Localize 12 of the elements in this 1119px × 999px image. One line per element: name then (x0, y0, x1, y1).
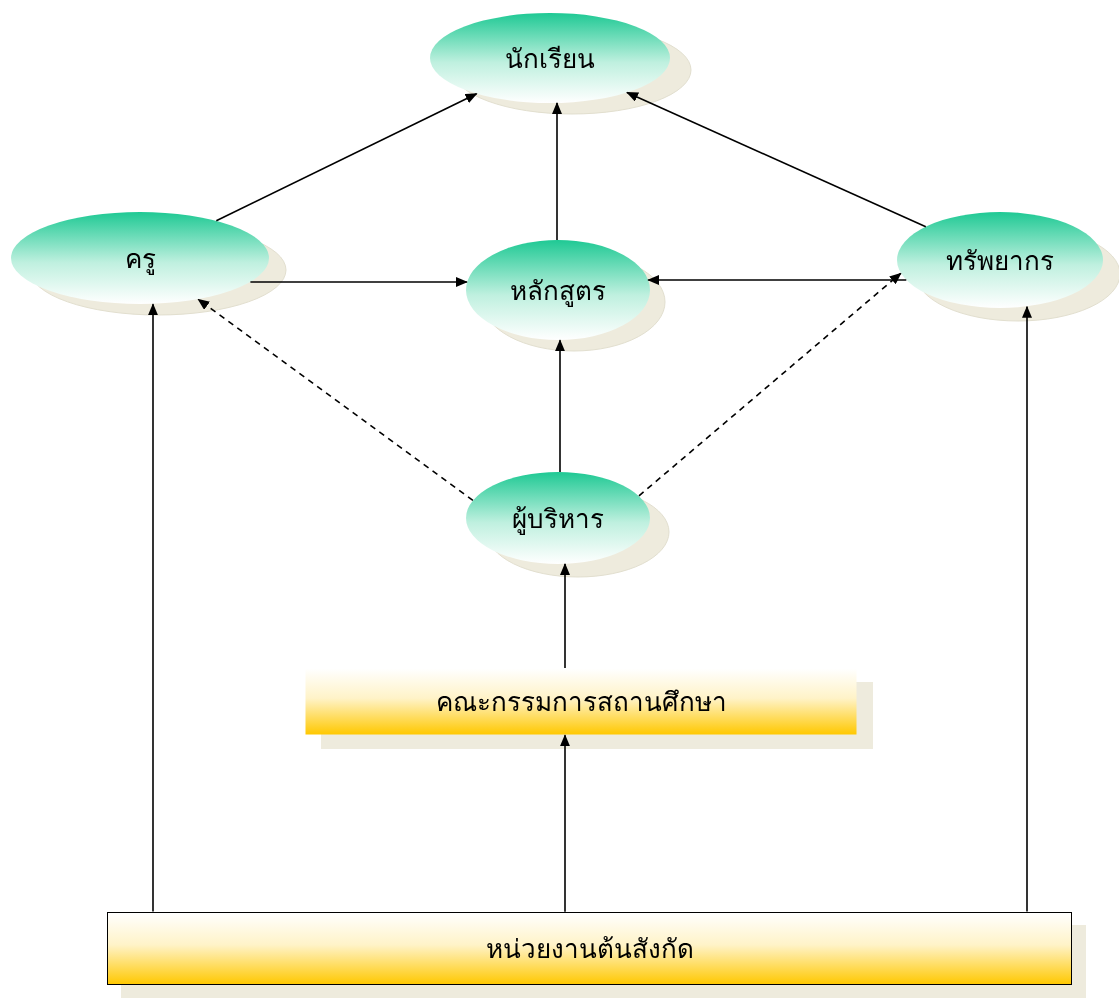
dashed-arrow (638, 272, 902, 497)
arrow (647, 275, 908, 285)
arrow (249, 277, 468, 287)
arrow (555, 339, 565, 473)
arrow (626, 91, 927, 228)
arrow (148, 303, 158, 913)
dashed-arrow (197, 298, 474, 502)
arrow (1022, 305, 1032, 913)
arrow (552, 102, 562, 241)
arrow (560, 734, 570, 913)
arrow (215, 93, 478, 222)
arrow (560, 563, 570, 669)
